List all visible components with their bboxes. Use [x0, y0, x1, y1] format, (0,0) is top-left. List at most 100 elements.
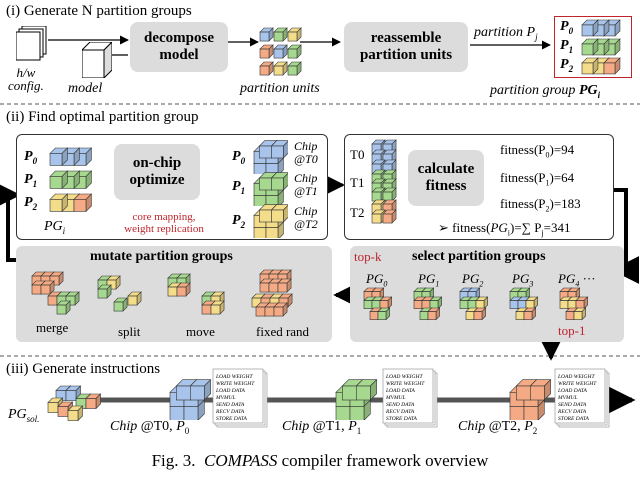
instruction-line: LOAD WEIGHT: [215, 374, 253, 380]
cube: [575, 296, 589, 310]
chip-t0-label: Chip@T0: [294, 139, 318, 166]
topk-label: top-k: [354, 249, 382, 264]
timeline-chip-t0: [168, 378, 212, 422]
cube: [270, 139, 290, 159]
fitness-pg: ➢ fitness(PGi)=∑ Pj=341: [438, 220, 571, 238]
instruction-line: SEND DATA: [216, 402, 245, 408]
instruction-line: MVMUL: [385, 395, 406, 401]
cube: [377, 307, 391, 321]
partition-group-strips: [580, 18, 630, 76]
partition-pj-label: partition Pj: [474, 25, 538, 42]
figure-caption: Fig. 3. COMPASS compiler framework overv…: [151, 451, 489, 470]
chip-t1-instr-label: Chip @T1, P1: [282, 419, 362, 436]
instruction-line: LOAD WEIGHT: [557, 374, 595, 380]
select-title: select partition groups: [412, 249, 546, 264]
move-label: move: [186, 324, 215, 339]
cube: [49, 193, 69, 213]
cube: [259, 61, 274, 76]
cube: [581, 57, 599, 75]
cube: [427, 307, 441, 321]
section-3-title: (iii) Generate instructions: [6, 361, 161, 377]
instruction-line: RECV DATA: [385, 409, 415, 415]
cube: [475, 296, 489, 310]
partition-group-label: partition group PGi: [490, 83, 601, 100]
s2-partition-strips: [48, 146, 96, 213]
instruction-line: RECV DATA: [557, 409, 587, 415]
cube: [189, 378, 212, 401]
cube: [382, 187, 397, 202]
cube: [73, 193, 93, 213]
cube: [382, 209, 397, 224]
hw-config-label: h/w config.: [8, 65, 44, 93]
split-label: split: [118, 324, 141, 339]
cube: [523, 307, 537, 321]
cube: [287, 27, 302, 42]
s2-p2-label: P2: [24, 195, 38, 212]
instruction-line: MVMUL: [215, 395, 236, 401]
instruction-line: SEND DATA: [558, 402, 587, 408]
s2-chip-p0: P0: [232, 149, 246, 166]
fitness-p2: fitness(P2)=183: [500, 196, 581, 214]
s2-chip-p1: P1: [232, 179, 246, 196]
fixed-rand-label: fixed rand: [256, 324, 310, 339]
s1-p2-label: P2: [560, 57, 574, 74]
cube: [61, 170, 81, 190]
onchip-optimize-label: on-chip optimize: [129, 155, 185, 188]
cube: [106, 275, 121, 290]
instruction-line: MVMUL: [557, 395, 578, 401]
cube: [273, 27, 288, 42]
s1-p0-label: P0: [560, 19, 574, 36]
core-mapping-label: core mapping, weight replication: [124, 211, 204, 235]
calculate-fitness-box: calculate fitness: [408, 150, 484, 206]
cube: [65, 291, 80, 306]
select-cubes: [356, 286, 616, 330]
section-1-title: (i) Generate N partition groups: [6, 3, 192, 19]
cube: [49, 147, 69, 167]
top1-label: top-1: [558, 323, 586, 338]
cube: [429, 296, 443, 310]
pg1-label: PG1: [418, 271, 440, 289]
chip-cube-t2: [252, 203, 290, 241]
instruction-line: LOAD DATA: [557, 388, 588, 394]
fitness-p1: fitness(P1)=64: [500, 170, 575, 188]
cube: [273, 302, 288, 317]
chip-t2-instr-label: Chip @T2, P2: [458, 419, 538, 436]
cube: [67, 405, 84, 422]
instruction-line: LOAD WEIGHT: [385, 374, 423, 380]
timeline-chip-t1: [334, 378, 378, 422]
timeline-cubes: [370, 138, 398, 224]
onchip-optimize-box: on-chip optimize: [114, 144, 200, 200]
cube: [210, 291, 225, 306]
instruction-line: SEND DATA: [386, 402, 415, 408]
cube: [529, 378, 552, 401]
merge-label: merge: [36, 320, 69, 335]
fitness-p0: fitness(P0)=94: [500, 142, 575, 160]
pg0-label: PG0: [366, 271, 388, 289]
cube: [56, 300, 71, 315]
pg-sol-cubes: [46, 384, 102, 424]
cube: [355, 378, 378, 401]
cube: [85, 393, 102, 410]
instruction-line: LOAD DATA: [385, 388, 416, 394]
cube: [287, 61, 302, 76]
model-label: model: [68, 81, 103, 96]
cube: [49, 170, 69, 190]
timeline-chip-t2: [508, 378, 552, 422]
mutate-cubes: [20, 262, 330, 318]
instruction-line: STORE DATA: [558, 416, 590, 422]
chip-t2-label: Chip@T2: [294, 204, 318, 231]
cube: [603, 38, 621, 56]
partition-group-box: [554, 16, 632, 78]
partition-units-icon: [258, 26, 302, 80]
cube: [273, 61, 288, 76]
cube: [40, 280, 55, 295]
instruction-line: LOAD DATA: [215, 388, 246, 394]
cube: [278, 293, 293, 308]
pg3-label: PG3: [512, 271, 534, 289]
cube: [277, 278, 292, 293]
cube: [473, 307, 487, 321]
pg4-label: PG4 ···: [558, 271, 596, 289]
partition-units-label: partition units: [240, 81, 320, 96]
t0-label: T0: [350, 147, 365, 162]
